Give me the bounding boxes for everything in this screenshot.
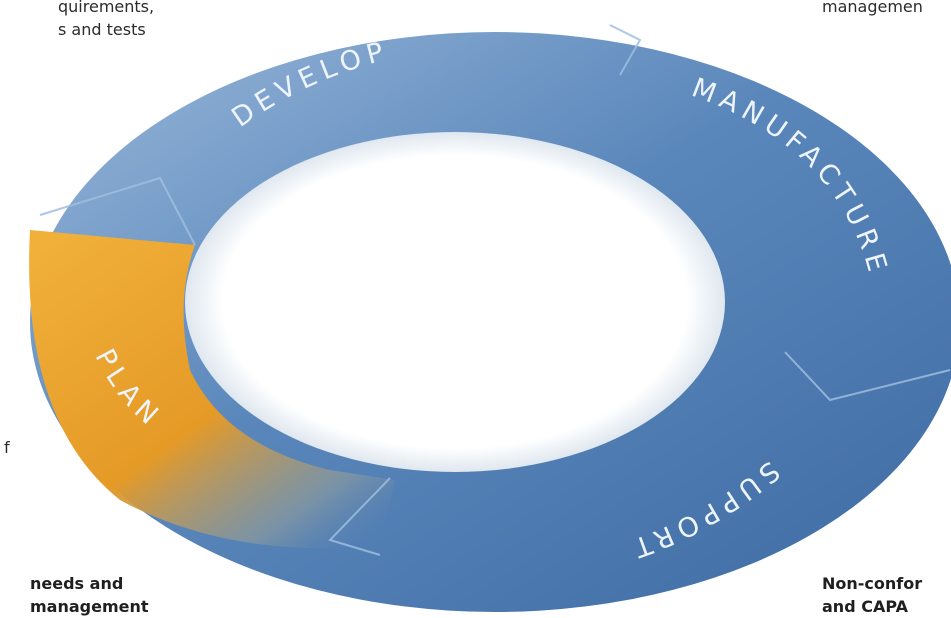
text-bottom-left-2: management <box>30 597 149 616</box>
text-bottom-left-1: needs and <box>30 574 124 593</box>
plan-segment <box>29 230 395 548</box>
text-top-left-2: s and tests <box>58 20 146 39</box>
text-top-right-1: managemen <box>822 0 923 16</box>
text-top-left-1: quirements, <box>58 0 155 16</box>
segment-dividers <box>39 24 951 556</box>
ring-center <box>185 132 725 472</box>
text-bottom-right-2: and CAPA <box>822 597 908 616</box>
text-bottom-right-1: Non-confor <box>822 574 923 593</box>
text-mid-left-1: f <box>4 438 10 457</box>
